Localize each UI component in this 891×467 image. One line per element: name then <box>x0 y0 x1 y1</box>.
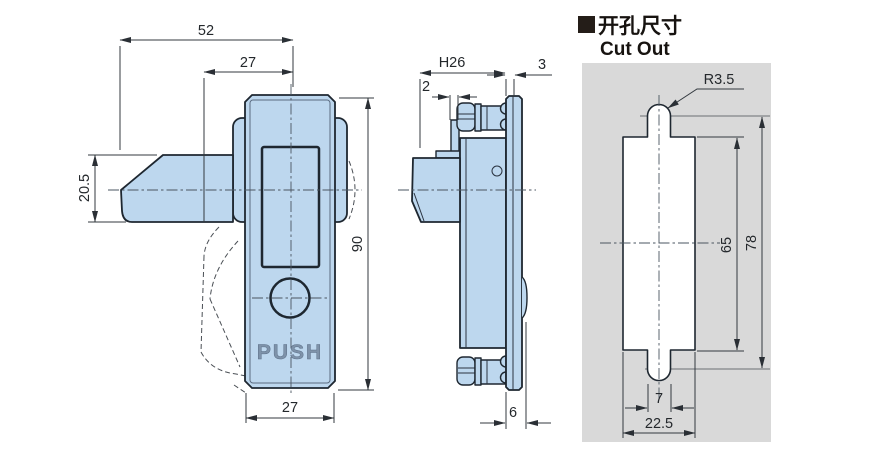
push-button-rect <box>260 145 321 269</box>
dim-7: 7 <box>625 384 694 412</box>
dim-2-text: 2 <box>422 79 430 95</box>
push-label: PUSH <box>257 341 323 364</box>
dim-r3-5-leader <box>667 88 744 109</box>
lock-cylinder-circle <box>269 277 311 319</box>
top-screw-slot <box>458 113 475 120</box>
dim-6-text: 6 <box>509 405 517 421</box>
dim-h26-text: H26 <box>439 55 466 71</box>
dim-7-ext-lines <box>647 384 672 412</box>
button-protrusion <box>521 276 528 319</box>
bottom-screw-head <box>456 356 476 386</box>
dim-27-upper-text: 27 <box>240 55 256 71</box>
side-body-block <box>459 137 507 349</box>
arm-step <box>435 150 461 159</box>
dim-22-5-text: 22.5 <box>645 416 673 432</box>
dim-3: 3 <box>487 57 552 96</box>
dim-2: 2 <box>422 79 477 120</box>
dim-6: 6 <box>480 322 551 429</box>
dim-65: 65 <box>697 136 744 352</box>
section-title-zh: 开孔尺寸 <box>598 14 682 38</box>
arm-swing-dashed-4 <box>209 298 241 368</box>
front-plate-face-line <box>249 99 331 384</box>
dim-r3-5: R3.5 <box>667 72 744 109</box>
bottom-screw-slot <box>458 367 475 374</box>
dim-20-5: 20.5 <box>77 154 157 223</box>
top-screw-head <box>456 102 476 132</box>
dim-2-ext-lines <box>449 95 459 120</box>
dim-r3-5-text: R3.5 <box>704 72 735 88</box>
section-square-marker <box>578 16 595 33</box>
side-view: H26 2 3 6 <box>398 55 552 429</box>
cutout-view: R3.5 65 78 7 22.5 <box>582 63 771 442</box>
dim-90-text: 90 <box>350 236 366 252</box>
bottom-screw <box>456 355 507 386</box>
dim-h26: H26 <box>419 55 507 148</box>
arm-swing-dashed-3 <box>200 255 205 353</box>
dim-27-bottom: 27 <box>245 393 335 423</box>
dim-65-text: 65 <box>719 237 735 253</box>
arm-swing-dashed-5 <box>200 351 247 377</box>
side-hook-arm <box>411 157 461 223</box>
side-arm-wedge-line <box>413 192 425 222</box>
arm-swing-dashed-1 <box>203 226 220 257</box>
dim-20-5-text: 20.5 <box>77 174 93 202</box>
arm-swing-dashed-2 <box>209 240 239 300</box>
front-view: PUSH 52 27 20.5 90 <box>77 23 374 423</box>
dim-27-upper: 27 <box>203 55 294 222</box>
side-hole <box>491 165 503 177</box>
dim-27-bottom-text: 27 <box>282 400 298 416</box>
dim-90: 90 <box>338 97 374 391</box>
hook-arm <box>120 154 234 223</box>
dim-3-text: 3 <box>538 57 546 73</box>
dim-7-text: 7 <box>655 391 663 407</box>
dim-78-text: 78 <box>744 235 760 251</box>
front-plate <box>244 94 336 389</box>
dim-22-5: 22.5 <box>622 352 696 438</box>
dim-52: 52 <box>119 23 294 150</box>
dim-52-text: 52 <box>198 23 214 39</box>
dim-22-5-ext-lines <box>622 352 696 438</box>
bottom-screw-washer <box>474 357 482 386</box>
top-screw-washer <box>474 103 482 132</box>
top-screw <box>456 102 507 132</box>
arm-swing-dashed-6 <box>233 384 247 394</box>
dim-78: 78 <box>744 116 765 369</box>
flange-plate <box>505 95 523 391</box>
cutout-header: 开孔尺寸 Cut Out <box>578 14 682 60</box>
section-title-en: Cut Out <box>600 39 670 60</box>
